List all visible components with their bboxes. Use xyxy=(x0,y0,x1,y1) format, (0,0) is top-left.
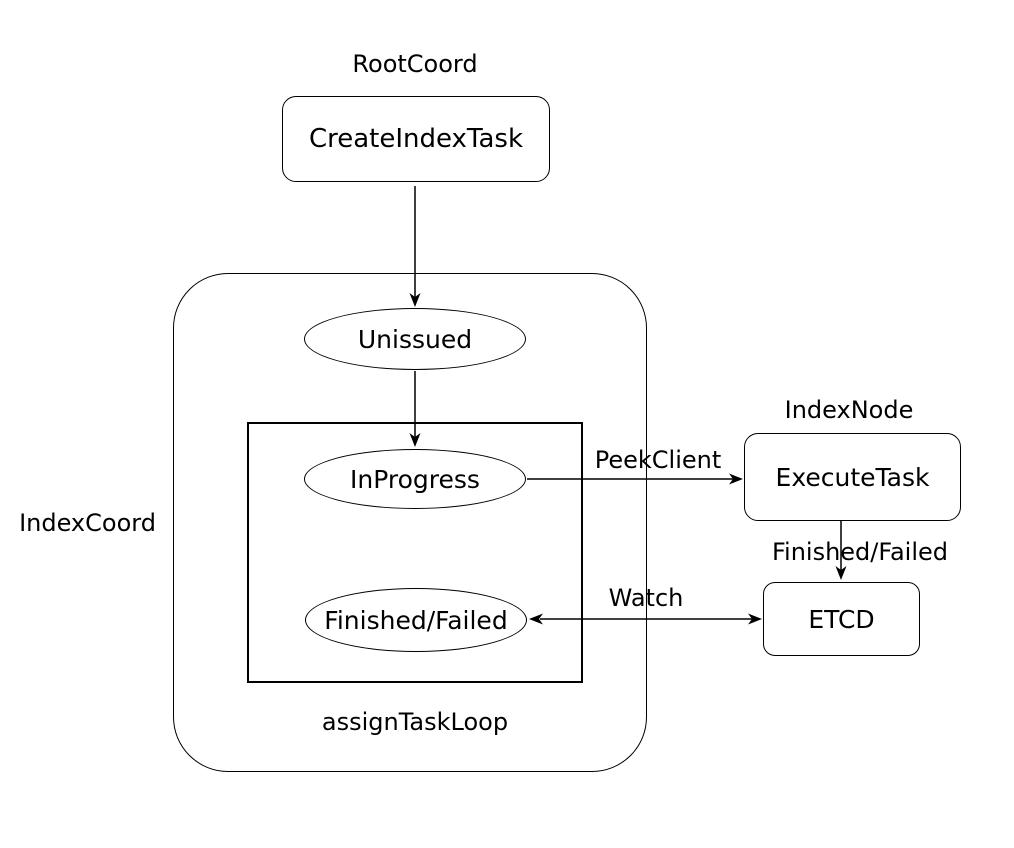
node-create-index-task: CreateIndexTask xyxy=(282,96,550,182)
node-create-index-task-label: CreateIndexTask xyxy=(308,124,524,154)
edge-label-finished-failed: Finished/Failed xyxy=(771,538,949,566)
index-coord-container xyxy=(173,273,647,772)
node-unissued-label: Unissued xyxy=(357,324,473,354)
node-in-progress: InProgress xyxy=(304,449,526,509)
edge-label-watch: Watch xyxy=(608,584,684,612)
root-coord-label: RootCoord xyxy=(352,50,478,78)
node-etcd-label: ETCD xyxy=(808,604,875,634)
assign-task-loop-container xyxy=(247,422,583,683)
arrowhead-right-etcd xyxy=(748,613,762,625)
node-execute-task-label: ExecuteTask xyxy=(775,462,930,492)
index-node-label: IndexNode xyxy=(784,396,914,424)
node-finished-failed: Finished/Failed xyxy=(305,588,527,652)
node-unissued: Unissued xyxy=(304,308,526,370)
edge-label-peek-client: PeekClient xyxy=(594,446,722,474)
node-finished-failed-label: Finished/Failed xyxy=(324,605,508,635)
node-execute-task: ExecuteTask xyxy=(744,433,961,521)
node-etcd: ETCD xyxy=(763,582,920,656)
index-coord-label: IndexCoord xyxy=(19,509,156,537)
node-in-progress-label: InProgress xyxy=(350,464,480,494)
arrowhead-down-etcd xyxy=(835,566,847,580)
assign-task-loop-label: assignTaskLoop xyxy=(321,708,509,736)
arrowhead-right-executetask xyxy=(729,473,743,485)
